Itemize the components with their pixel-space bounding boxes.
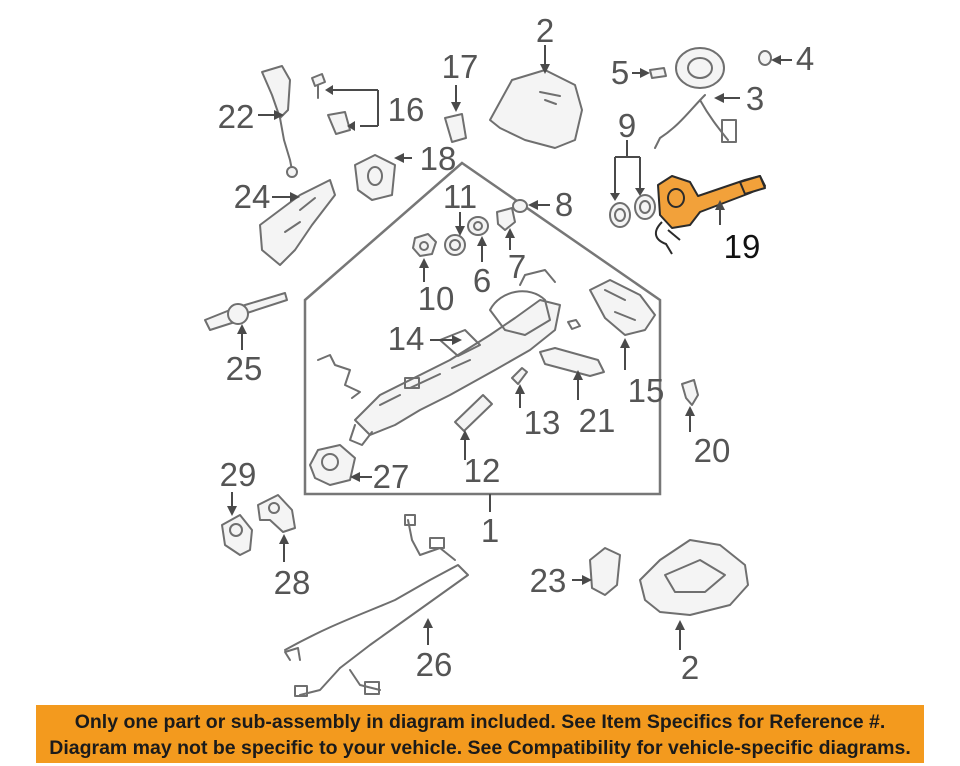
part-20-clip[interactable] bbox=[681, 379, 699, 406]
callout-13: 13 bbox=[524, 404, 561, 441]
callout-12: 12 bbox=[464, 452, 501, 489]
part-7-bolt[interactable] bbox=[496, 207, 516, 231]
callout-6: 6 bbox=[473, 262, 491, 299]
callout-8: 8 bbox=[555, 186, 573, 223]
part-29-ring[interactable] bbox=[221, 514, 253, 556]
callout-2-top: 2 bbox=[536, 12, 554, 49]
part-2-lower-cover[interactable] bbox=[639, 539, 749, 616]
part-26-wiring-harness[interactable] bbox=[284, 514, 469, 697]
callout-16: 16 bbox=[388, 91, 425, 128]
part-22-shift-lever[interactable] bbox=[261, 65, 298, 178]
callout-22: 22 bbox=[218, 98, 255, 135]
leader-9 bbox=[614, 140, 641, 195]
callout-3: 3 bbox=[746, 80, 764, 117]
part-14-column-body[interactable] bbox=[349, 269, 581, 446]
disclaimer-line-1: Only one part or sub-assembly in diagram… bbox=[74, 711, 886, 733]
callout-18: 18 bbox=[420, 140, 457, 177]
callout-20: 20 bbox=[694, 432, 731, 469]
part-13-bolt[interactable] bbox=[511, 367, 528, 385]
part-24-bracket[interactable] bbox=[259, 179, 336, 266]
part-19-multifunction-switch[interactable] bbox=[654, 175, 766, 255]
callout-11: 11 bbox=[443, 178, 477, 215]
callout-28: 28 bbox=[274, 564, 311, 601]
part-10-nut[interactable] bbox=[412, 233, 437, 257]
part-12-pin[interactable] bbox=[454, 394, 493, 432]
callout-19: 19 bbox=[724, 228, 761, 265]
part-17-clip[interactable] bbox=[444, 113, 467, 143]
callout-15: 15 bbox=[628, 372, 665, 409]
callout-14: 14 bbox=[388, 320, 425, 357]
disclaimer-banner: Only one part or sub-assembly in diagram… bbox=[36, 705, 924, 763]
assembly-frame bbox=[303, 161, 662, 496]
part-8-nut[interactable] bbox=[512, 199, 528, 213]
part-9-rings[interactable] bbox=[609, 194, 656, 228]
leader-16 bbox=[333, 89, 379, 127]
part-25-shaft[interactable] bbox=[204, 292, 288, 331]
part-27-lock-housing[interactable] bbox=[309, 444, 356, 486]
callout-23: 23 bbox=[530, 562, 567, 599]
leader-9-heads bbox=[610, 188, 645, 201]
part-6-washer[interactable] bbox=[467, 216, 489, 236]
callout-5: 5 bbox=[611, 54, 629, 91]
callout-29: 29 bbox=[220, 456, 257, 493]
part-11-spacer[interactable] bbox=[444, 234, 466, 256]
part-28-bracket[interactable] bbox=[257, 494, 296, 533]
part-23-cover[interactable] bbox=[589, 547, 621, 596]
part-15-bracket[interactable] bbox=[589, 279, 656, 336]
callout-27: 27 bbox=[373, 458, 410, 495]
callout-24: 24 bbox=[234, 178, 271, 215]
part-16-bolts[interactable] bbox=[311, 73, 351, 135]
callout-7: 7 bbox=[508, 248, 526, 285]
callout-9: 9 bbox=[618, 107, 636, 144]
part-3-clockspring[interactable] bbox=[654, 47, 737, 149]
part-5-clip[interactable] bbox=[649, 67, 667, 79]
callout-2-bottom: 2 bbox=[681, 649, 699, 686]
callout-25: 25 bbox=[226, 350, 263, 387]
callout-17: 17 bbox=[442, 48, 479, 85]
callout-26: 26 bbox=[416, 646, 453, 683]
part-18-housing[interactable] bbox=[354, 154, 396, 201]
part-2-upper-cover[interactable] bbox=[489, 69, 583, 149]
part-4-seal[interactable] bbox=[758, 50, 772, 66]
part-linkage bbox=[317, 354, 361, 399]
disclaimer-line-2: Diagram may not be specific to your vehi… bbox=[49, 737, 911, 759]
callout-10: 10 bbox=[418, 280, 455, 317]
callout-21: 21 bbox=[579, 402, 616, 439]
part-21-bracket[interactable] bbox=[539, 347, 605, 377]
callout-4: 4 bbox=[796, 40, 814, 77]
callout-1: 1 bbox=[481, 512, 499, 549]
leader-16-heads bbox=[325, 85, 355, 131]
